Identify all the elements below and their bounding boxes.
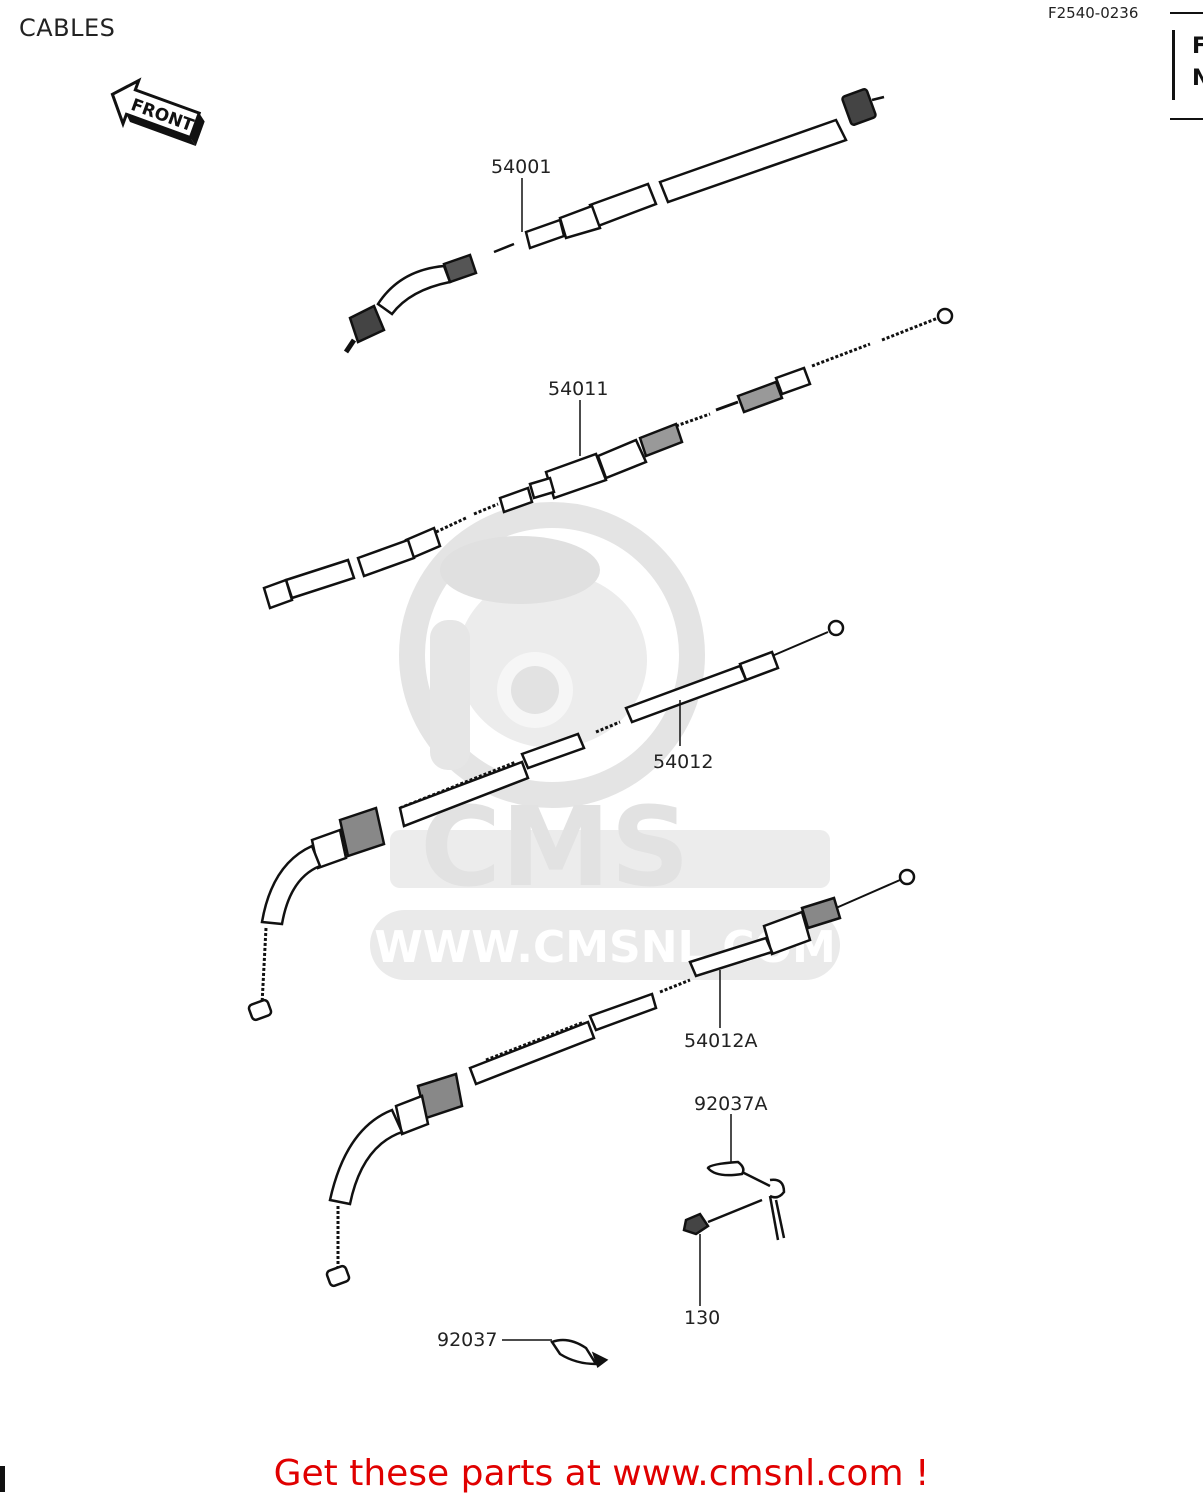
callout-130: 130: [684, 1307, 721, 1329]
cable-54012: [247, 619, 845, 1022]
corner-rule-top: [1170, 12, 1203, 14]
watermark-brand: CMS: [420, 783, 689, 911]
corner-bar: [1172, 30, 1175, 100]
watermark-logo: [370, 502, 840, 980]
front-arrow-icon: FRONT: [110, 77, 205, 146]
page-edge-mark: [0, 1466, 5, 1492]
callout-54011: 54011: [548, 378, 609, 400]
cable-54001: [343, 88, 885, 354]
cable-54012A: [325, 868, 916, 1288]
corner-rule-bottom: [1170, 118, 1203, 120]
callout-92037: 92037: [437, 1329, 498, 1351]
page-title: CABLES: [19, 14, 116, 42]
corner-mark-2: N: [1192, 66, 1203, 91]
callout-54001: 54001: [491, 156, 552, 178]
bolt-130: [682, 1198, 763, 1236]
clamp-92037: [550, 1338, 609, 1369]
cable-54011: [262, 307, 954, 610]
corner-mark-1: F: [1192, 34, 1203, 59]
figure-code: F2540-0236: [1048, 4, 1139, 22]
callout-54012A: 54012A: [684, 1030, 758, 1052]
leader-lines: [502, 178, 732, 1341]
footer-link[interactable]: Get these parts at www.cmsnl.com !: [273, 1453, 930, 1494]
callout-54012: 54012: [653, 751, 714, 773]
callout-92037A: 92037A: [694, 1093, 768, 1115]
clip-92037A: [706, 1160, 786, 1241]
